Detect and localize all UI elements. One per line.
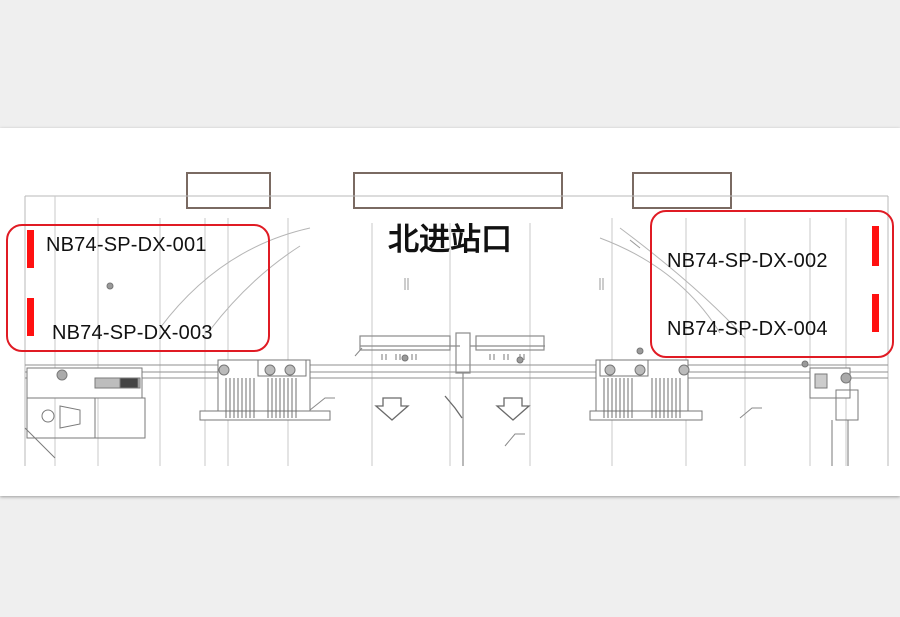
column-markers [106,282,809,368]
escalator-left [199,359,331,421]
door-arcs [159,227,746,339]
right-room [809,367,859,466]
marker-right-bottom [872,294,879,332]
dashed-ticks [404,239,641,290]
code-label-003: NB74-SP-DX-003 [52,322,213,344]
marker-left-top [27,230,34,268]
center-structure [359,332,545,466]
code-label-004: NB74-SP-DX-004 [667,318,828,340]
header-boxes [186,172,732,209]
left-room [24,367,146,459]
entrance-title: 北进站口 [388,222,512,258]
floor-plan-sheet: 北进站口 NB74-SP-DX-001 NB74-SP-DX-003 NB74-… [0,128,900,496]
floor-plan-drawing [24,172,889,466]
header-box-right [632,172,732,209]
escalator-right-steps [603,378,681,418]
corridor-lines [25,364,888,379]
marker-right-top [872,226,879,266]
escalator-left-steps [225,378,297,418]
callout-right [650,210,894,358]
code-label-002: NB74-SP-DX-002 [667,250,828,272]
grid-lines [54,196,847,466]
entry-arrows [374,395,531,421]
header-box-left [186,172,271,209]
escalator-right [589,359,703,421]
frame-lines [24,195,889,466]
header-box-center [353,172,563,209]
marker-left-bottom [27,298,34,336]
leader-lines [309,347,762,447]
callout-left [6,224,270,352]
code-label-001: NB74-SP-DX-001 [46,234,207,256]
